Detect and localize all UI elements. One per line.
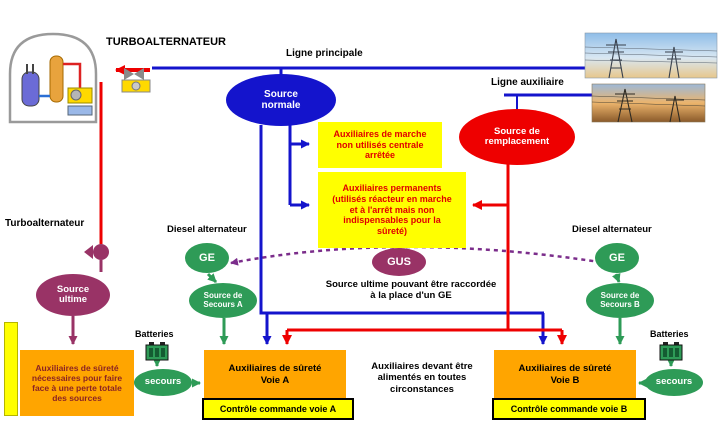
remplacement-feed-lines <box>99 65 567 345</box>
ge-left-label: GE <box>199 251 215 264</box>
secours-right-label: secours <box>655 376 693 388</box>
ge-right-node: GE <box>595 243 639 273</box>
normale-feed-lines <box>259 125 548 345</box>
ge-left-node: GE <box>185 243 229 273</box>
batteries-right-label: Batteries <box>650 329 689 339</box>
ultime-feed-lines <box>68 260 103 345</box>
controle-commande-voie-a-text: Contrôle commande voie A <box>219 403 337 414</box>
battery-icon-right <box>659 342 683 361</box>
ligne-auxiliaire-label: Ligne auxiliaire <box>491 77 564 88</box>
battery-icon-left <box>145 342 169 361</box>
yellow-edge-strip <box>4 322 18 416</box>
aux-permanents-text: Auxiliaires permanents (utilisés réacteu… <box>332 183 452 236</box>
aux-permanents-box: Auxiliaires permanents (utilisés réacteu… <box>318 172 466 248</box>
alimentation-note: Auxiliaires devant être alimentés en tou… <box>371 361 473 395</box>
source-secours-b-node: Source de Secours B <box>586 283 654 318</box>
gus-note: Source ultime pouvant être raccordée à l… <box>325 279 497 302</box>
pylon-photo-bottom <box>591 83 706 123</box>
batteries-left-label: Batteries <box>135 329 174 339</box>
secours-left-label: secours <box>144 376 182 388</box>
source-normale-label: Source normale <box>261 89 301 111</box>
main-line-blue <box>152 66 593 110</box>
turbine-generator-icon <box>121 68 151 93</box>
turboalternateur-title: TURBOALTERNATEUR <box>106 36 226 48</box>
controle-commande-voie-b-box: Contrôle commande voie B <box>492 398 646 420</box>
aux-perte-totale-text: Auxiliaires de sûreté nécessaires pour f… <box>31 362 123 404</box>
ligne-principale-label: Ligne principale <box>286 48 363 59</box>
reactor-building-illustration <box>8 32 98 124</box>
source-ultime-node: Source ultime <box>36 274 110 316</box>
gus-node: GUS <box>372 248 426 276</box>
alternator-icon <box>84 244 109 260</box>
aux-surete-voie-a-box: Auxiliaires de sûreté Voie A <box>204 350 346 399</box>
secours-left-node: secours <box>134 369 192 396</box>
secours-feed-lines <box>152 272 676 388</box>
aux-perte-totale-box: Auxiliaires de sûreté nécessaires pour f… <box>20 350 134 416</box>
aux-marche-box: Auxiliaires de marche non utilisés centr… <box>318 122 442 168</box>
diesel-alternateur-right-label: Diesel alternateur <box>572 224 652 235</box>
source-secours-b-label: Source de Secours B <box>600 290 640 309</box>
controle-commande-voie-a-box: Contrôle commande voie A <box>202 398 354 420</box>
source-normale-node: Source normale <box>226 74 336 126</box>
aux-marche-text: Auxiliaires de marche non utilisés centr… <box>333 129 427 161</box>
source-secours-a-label: Source de Secours A <box>203 290 243 309</box>
gus-label: GUS <box>387 255 411 268</box>
diesel-alternateur-left-label: Diesel alternateur <box>167 224 247 235</box>
turboalternateur-left-label: Turboalternateur <box>5 218 85 229</box>
aux-surete-voie-a-text: Auxiliaires de sûreté Voie A <box>228 363 322 386</box>
source-remplacement-label: Source de remplacement <box>484 125 550 147</box>
ge-right-label: GE <box>609 251 625 264</box>
controle-commande-voie-b-text: Contrôle commande voie B <box>510 403 628 414</box>
aux-surete-voie-b-box: Auxiliaires de sûreté Voie B <box>494 350 636 399</box>
aux-surete-voie-b-text: Auxiliaires de sûreté Voie B <box>518 363 612 386</box>
pylon-photo-top <box>584 32 718 79</box>
secours-right-node: secours <box>645 369 703 396</box>
source-remplacement-node: Source de remplacement <box>459 109 575 165</box>
source-secours-a-node: Source de Secours A <box>189 283 257 318</box>
source-ultime-label: Source ultime <box>56 283 90 305</box>
